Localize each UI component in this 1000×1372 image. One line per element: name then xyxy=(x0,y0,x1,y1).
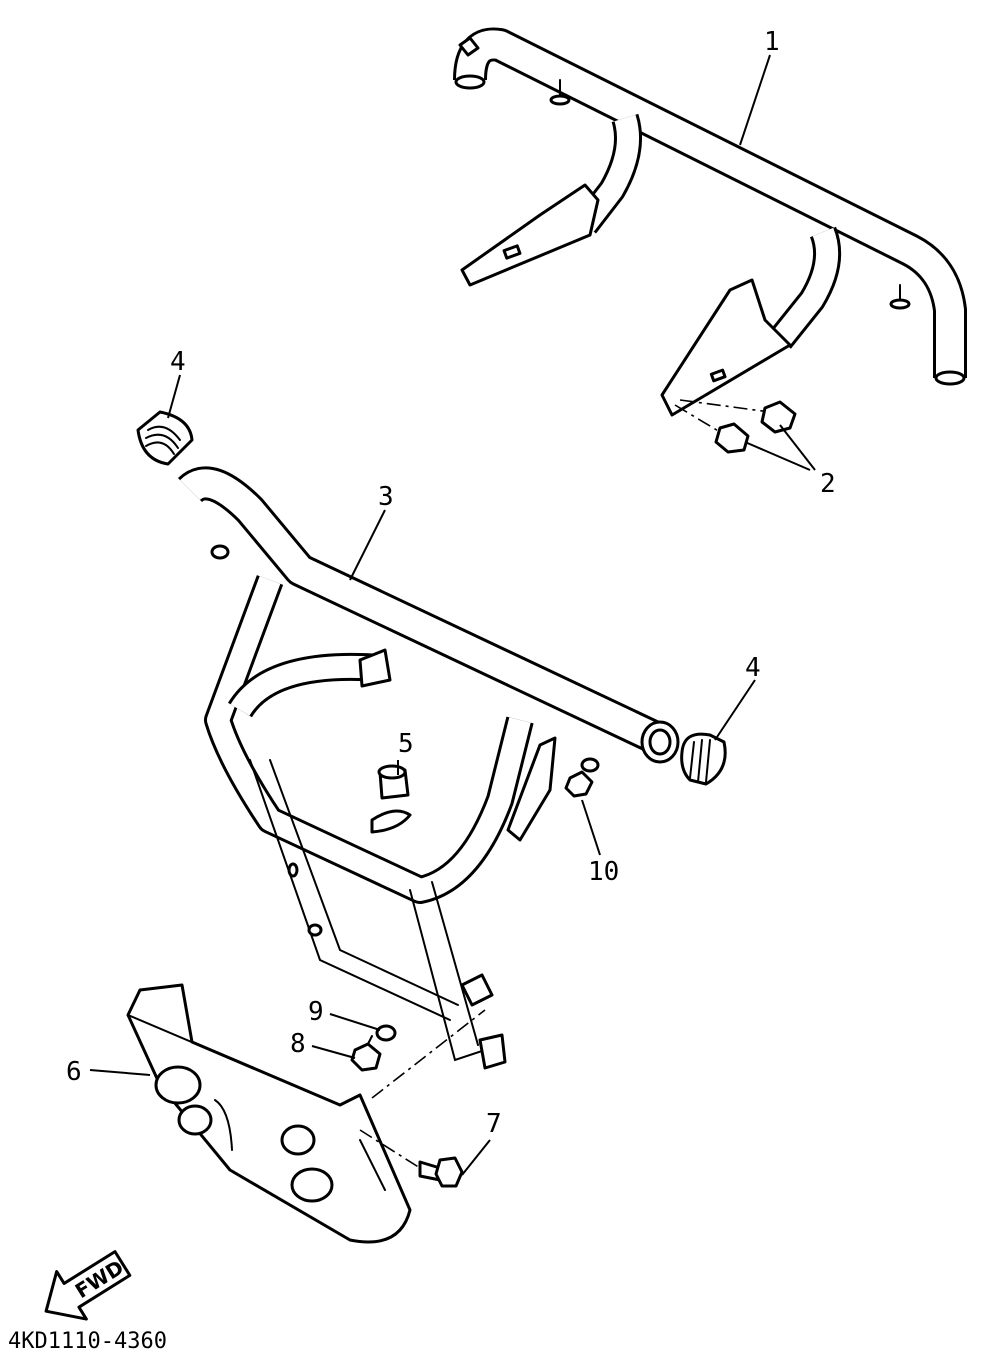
fwd-arrow: FWD xyxy=(44,1250,132,1321)
front-guard-bar xyxy=(177,466,680,1070)
leader-lines xyxy=(89,54,816,1176)
callout-7: 7 xyxy=(486,1109,502,1139)
callout-4-upper: 4 xyxy=(170,347,186,377)
bar-end-cap-right xyxy=(680,732,727,786)
callout-labels: 1 2 3 4 4 5 6 7 8 9 10 xyxy=(66,27,836,1139)
callout-10: 10 xyxy=(588,857,619,887)
callout-1: 1 xyxy=(764,27,780,57)
diagram-code: 4KD1110-4360 xyxy=(8,1329,167,1354)
callout-9: 9 xyxy=(308,997,324,1027)
callout-8: 8 xyxy=(290,1029,306,1059)
callout-4-right: 4 xyxy=(745,653,761,683)
bar-end-cap-upper xyxy=(136,410,194,466)
bolt-small-and-washer xyxy=(350,1024,397,1072)
callout-6: 6 xyxy=(66,1057,82,1087)
callout-2: 2 xyxy=(820,469,836,499)
callout-5: 5 xyxy=(398,729,414,759)
rear-bolts xyxy=(674,399,797,454)
callout-3: 3 xyxy=(378,482,394,512)
bolt-10 xyxy=(564,770,594,798)
skid-plate xyxy=(126,983,412,1244)
rear-guard-bar xyxy=(453,27,967,417)
skid-bolt xyxy=(359,1129,464,1188)
damper xyxy=(377,764,410,800)
